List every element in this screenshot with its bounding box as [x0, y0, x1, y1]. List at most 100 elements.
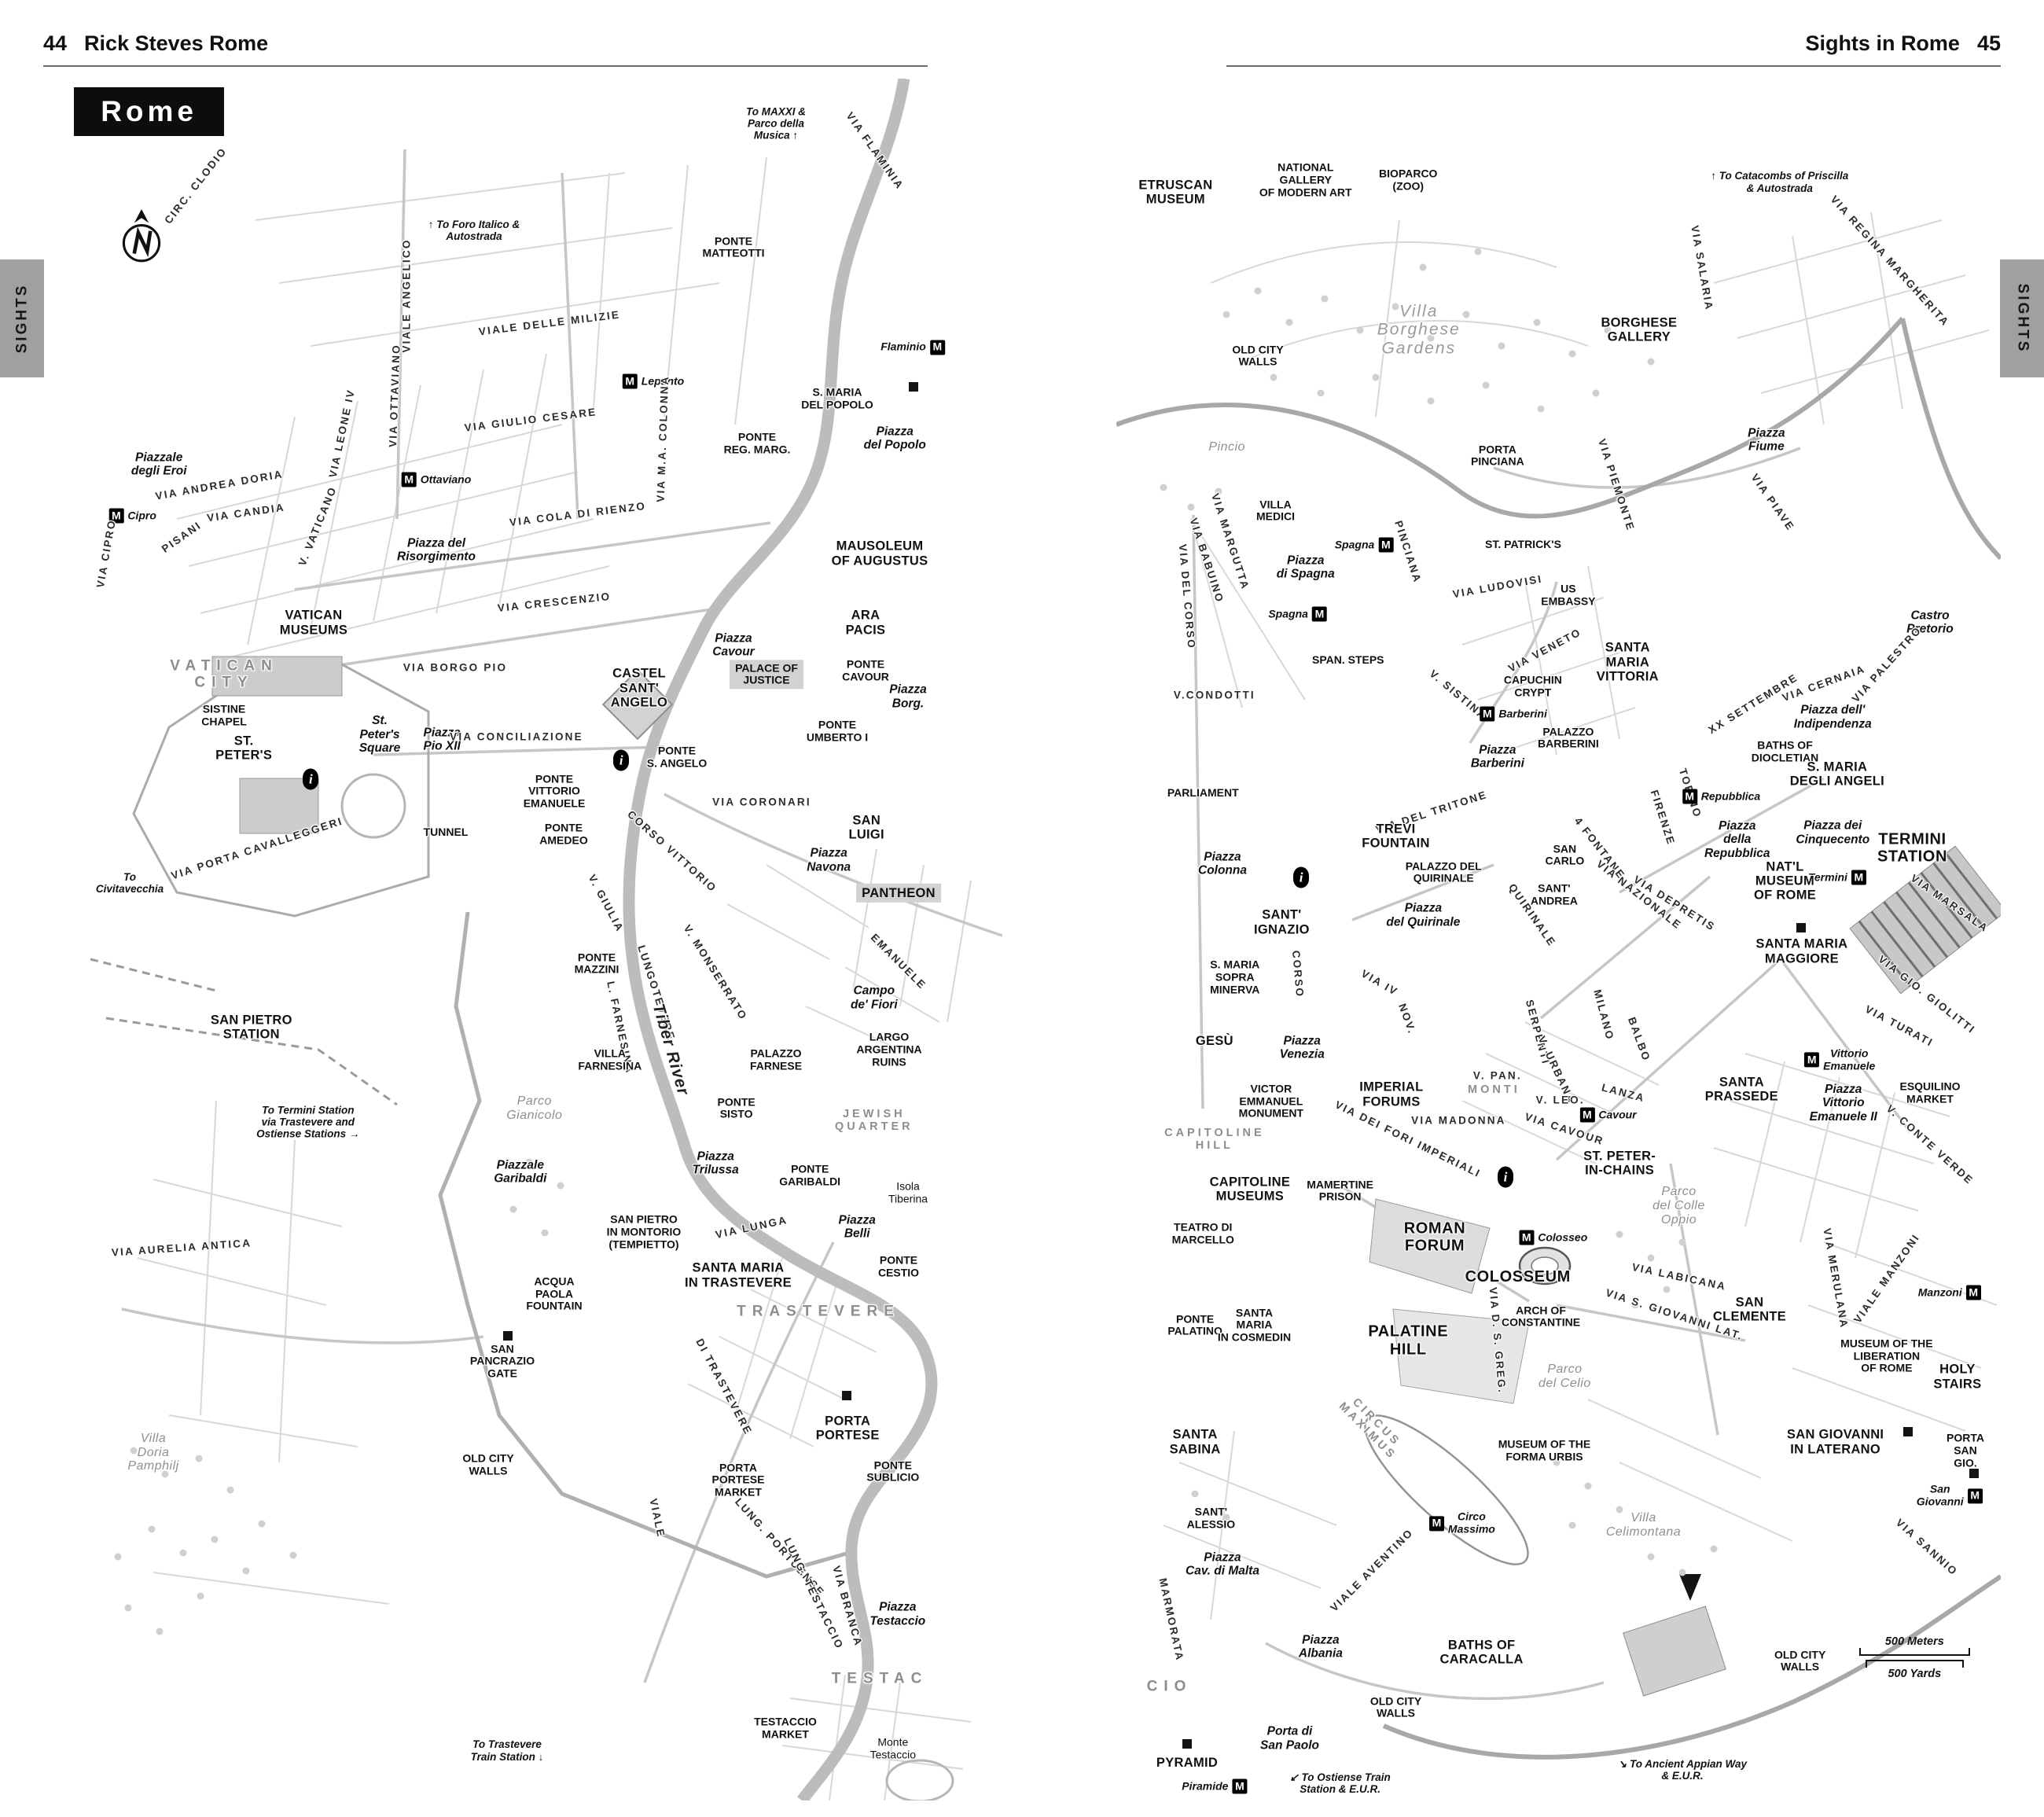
map-label: PORTA SAN GIO.: [1947, 1431, 1984, 1469]
map-label: PALAZZO FARNESE: [749, 1046, 803, 1072]
map-label: Piazza del Risorgimento: [397, 536, 476, 565]
map-label: Piazza Borg.: [889, 682, 927, 711]
basemap-left: [90, 79, 1002, 1800]
map-label: Piazza della Repubblica: [1704, 818, 1770, 860]
metro-station-name: Lepanto: [641, 374, 685, 388]
map-label: MAUSOLEUM OF AUGUSTUS: [831, 539, 928, 568]
map-label: SAN GIOVANNI IN LATERANO: [1786, 1428, 1884, 1457]
map-label: TREVI FOUNTAIN: [1362, 822, 1430, 851]
tourist-info-icon: i: [1293, 866, 1310, 888]
metro-icon: M: [1480, 706, 1495, 722]
sights-tab-right[interactable]: SIGHTS: [2000, 259, 2044, 377]
map-label: OLD CITY WALLS: [462, 1451, 514, 1477]
map-label: Monte Testaccio: [869, 1735, 916, 1761]
st-peters-square-shape: [340, 773, 406, 839]
map-label: SANT' ANDREA: [1530, 881, 1578, 907]
map-label: PALAZZO DEL QUIRINALE: [1405, 859, 1482, 885]
map-label: Piazza Cavour: [712, 631, 755, 659]
metro-station-name: Manzoni: [1917, 1286, 1962, 1299]
map-label: ↑ To Catacombs of Priscilla & Autostrada: [1711, 170, 1849, 194]
map-label: BORGHESE GALLERY: [1601, 315, 1678, 344]
map-label: ESQUILINO MARKET: [1899, 1080, 1961, 1105]
map-label: PONTE VITTORIO EMANUELE: [523, 772, 586, 810]
map-label: VIA CONCILIAZIONE: [450, 730, 583, 743]
map-label: ST. PETER- IN-CHAINS: [1583, 1149, 1656, 1178]
map-label: VILLA FARNESINA: [578, 1046, 642, 1072]
map-label: VICTOR EMMANUEL MONUMENT: [1238, 1082, 1304, 1120]
page-header-left: 44 Rick Steves Rome: [43, 31, 928, 67]
map-label: BIOPARCO (ZOO): [1379, 167, 1438, 193]
map-label: S. MARIA DEL POPOLO: [801, 385, 873, 411]
map-label: VIA CORONARI: [712, 796, 811, 808]
page-title-left: Rick Steves Rome: [84, 31, 269, 55]
map-label: US EMBASSY: [1541, 582, 1596, 607]
map-label: PONTE CESTIO: [877, 1253, 920, 1279]
map-label: Piazzale degli Eroi: [131, 451, 187, 478]
map-label: PONTE PALATINO: [1167, 1311, 1222, 1337]
metro-station-name: Vittorio Emanuele: [1823, 1046, 1876, 1072]
page-title-right: Sights in Rome: [1805, 31, 1960, 55]
landmark-icon: [1902, 1427, 1913, 1437]
map-label: Piazza Colonna: [1198, 850, 1247, 877]
termini-rails: [1849, 845, 2001, 995]
map-label: Piazza Barberini: [1470, 743, 1524, 771]
landmark-icon: [1182, 1738, 1192, 1749]
metro-icon: M: [1682, 789, 1697, 804]
map-label: PONTE SISTO: [717, 1094, 755, 1120]
map-label: SAN CLEMENTE: [1712, 1295, 1787, 1324]
map-label: PALACE OF JUSTICE: [730, 660, 803, 690]
sights-tab-left[interactable]: SIGHTS: [0, 259, 44, 377]
landmark-icon: [503, 1330, 513, 1341]
map-label: OLD CITY WALLS: [1369, 1694, 1422, 1720]
map-label: ARA PACIS: [845, 608, 886, 638]
map-label: IMPERIAL FORUMS: [1359, 1080, 1424, 1109]
map-label: Villa Celimontana: [1605, 1510, 1682, 1539]
map-label: CAPITOLINE HILL: [1164, 1126, 1265, 1153]
metro-station-name: Ottaviano: [420, 473, 472, 486]
metro-station-name: Piramide: [1182, 1779, 1229, 1793]
metro-icon: M: [1965, 1285, 1981, 1300]
map-label: SANTA MARIA MAGGIORE: [1755, 936, 1848, 966]
map-label: SANTA PRASSEDE: [1704, 1075, 1778, 1104]
metro-station-name: Cavour: [1598, 1108, 1637, 1121]
map-label: SANT' IGNAZIO: [1253, 907, 1310, 937]
direction-arrow-icon: [1679, 1574, 1701, 1601]
map-label: HOLY STAIRS: [1933, 1362, 1982, 1392]
tourist-info-icon: i: [303, 768, 319, 790]
landmark-icon: [909, 382, 919, 392]
metro-station-name: Circo Massimo: [1447, 1510, 1495, 1536]
castel-sant-angelo-shape: [601, 668, 674, 741]
map-label: SAN PIETRO IN MONTORIO (TEMPIETTO): [606, 1212, 682, 1251]
metro-icon: M: [1804, 1052, 1820, 1068]
map-label: SAN PIETRO STATION: [210, 1013, 292, 1042]
metro-icon: M: [1519, 1230, 1535, 1245]
scale-bar-yards: [1865, 1659, 1964, 1668]
metro-station-name: Flaminio: [880, 340, 926, 353]
map-label: Parco del Celio: [1538, 1363, 1591, 1391]
landmark-icon: [842, 1391, 851, 1401]
map-label: VIA MADONNA: [1411, 1114, 1506, 1127]
map-label: PONTE MATTEOTTI: [702, 234, 765, 259]
map-label: Campo de' Fiori: [850, 984, 898, 1012]
metro-station-name: Repubblica: [1700, 789, 1761, 803]
scale-meters-label: 500 Meters: [1884, 1635, 1944, 1648]
map-label: Villa Doria Pamphilj: [127, 1431, 179, 1473]
map-label: BATHS OF CARACALLA: [1439, 1638, 1524, 1667]
map-label: Piazza Trilussa: [692, 1149, 739, 1177]
map-label: To Termini Station via Trastevere and Os…: [256, 1104, 360, 1140]
sights-tab-left-label: SIGHTS: [13, 283, 31, 354]
map-label: MAMERTINE PRISON: [1307, 1178, 1374, 1203]
metro-icon: M: [1232, 1778, 1248, 1794]
map-label: PONTE UMBERTO I: [806, 718, 869, 743]
vatican-wall: [132, 663, 430, 918]
map-label: Piazza Belli: [838, 1213, 876, 1241]
map-label: VATICAN CITY: [170, 657, 278, 691]
map-label: ARCH OF CONSTANTINE: [1501, 1303, 1581, 1329]
map-label: Piazza Albania: [1298, 1633, 1343, 1661]
map-label: PONTE SUBLICIO: [866, 1458, 920, 1484]
